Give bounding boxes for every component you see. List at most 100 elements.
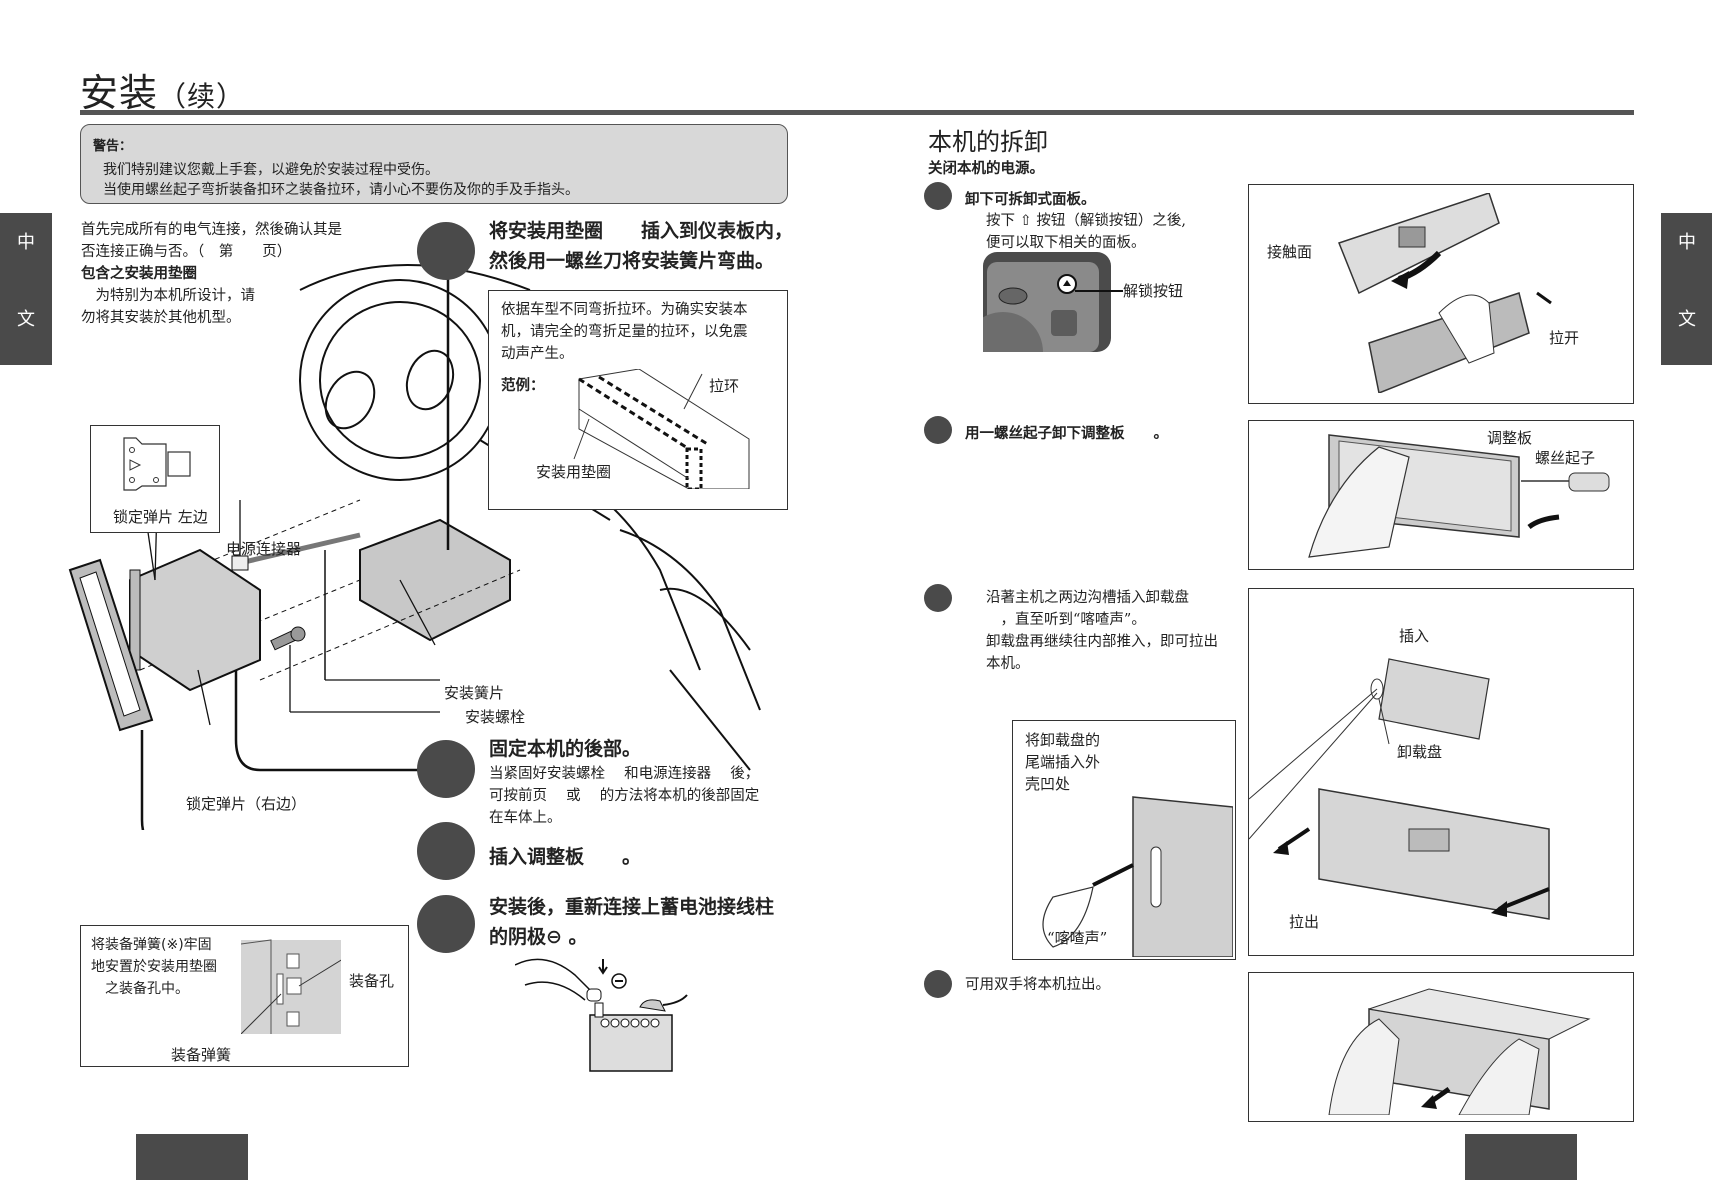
- removal-step3-text: 沿著主机之两边沟槽插入卸载盘 ，直至听到“喀喳声”。 卸载盘再继续往内部推入，即…: [986, 587, 1218, 675]
- removal-plate-label: 卸载盘: [1397, 743, 1443, 761]
- step1-heading: 将安装用垫圈 插入到仪表板内， 然後用一螺丝刀将安装簧片弯曲。: [489, 216, 793, 276]
- removal-step2-title: 用一螺丝起子卸下调整板 。: [965, 426, 1168, 442]
- click-sound-label: “喀喳声”: [1047, 929, 1108, 947]
- lock-tab-icon: [123, 437, 191, 491]
- side-tab-char: 中: [17, 232, 35, 253]
- removal-step3-line: 本机。: [986, 656, 1030, 672]
- bend-note-box: 依据车型不同弯折拉环。为确实安装本 机，请完全的弯折足量的拉环，以免震 动声产生…: [488, 290, 788, 510]
- removal-plate-figure: 插入 卸载盘 拉出: [1248, 588, 1634, 956]
- spring-inset-line: 将装备弹簧(※)牢固: [91, 937, 212, 953]
- step4-line: 的阴极⊖ 。: [489, 926, 588, 948]
- power-connector-label: 电源连接器: [226, 540, 302, 558]
- click-inset-line: 将卸载盘的: [1025, 731, 1101, 749]
- sleeve-line: 勿将其安装於其他机型。: [81, 310, 241, 326]
- removal-step1-text: 按下 ⇧ 按钮（解锁按钮）之後, 便可以取下相关的面板。: [986, 210, 1186, 254]
- removal-step1-line: 便可以取下相关的面板。: [986, 235, 1146, 251]
- screwdriver-label: 螺丝起子: [1535, 449, 1596, 467]
- spring-inset-box: 将装备弹簧(※)牢固 地安置於安装用垫圈 之装备孔中。 装备孔 装备弹簧: [80, 925, 409, 1067]
- step3-title: 插入调整板 。: [489, 846, 642, 868]
- click-inset-line: 尾端插入外: [1025, 753, 1101, 771]
- pull-out-label: 拉出: [1289, 913, 1320, 931]
- spring-inset-line: 地安置於安装用垫圈: [91, 959, 217, 975]
- trim-removal-illustration: [1308, 434, 1610, 558]
- side-tab-char: 文: [17, 309, 35, 330]
- pull-open-label: 拉开: [1549, 329, 1580, 347]
- leader-lines: [143, 500, 440, 726]
- sleeve-line: 为特别为本机所设计，请: [81, 288, 255, 304]
- arrow-down-icon: [598, 959, 608, 975]
- removal-step3-line: 卸载盘再继续往内部推入，即可拉出: [986, 634, 1218, 650]
- removal-section-subtitle: 关闭本机的电源。: [928, 161, 1044, 177]
- removal-step-marker-3: [924, 584, 952, 612]
- click-inset-line: 壳凹处: [1025, 775, 1071, 793]
- step4-line: 安装後，重新连接上蓄电池接线柱: [489, 896, 775, 918]
- example-label: 范例：: [501, 378, 545, 394]
- lock-tab-left-label: 锁定弹片 左边: [113, 508, 208, 526]
- page-title: 安装（续）: [80, 62, 245, 117]
- removal-step3-line: 沿著主机之两边沟槽插入卸载盘: [986, 590, 1189, 606]
- sleeve-label: 安装用垫圈: [536, 463, 612, 481]
- intro-text: 首先完成所有的电气连接，然後确认其是 否连接正确与否。（ 第 页）: [81, 219, 342, 263]
- trim-plate-label: 调整板: [1487, 429, 1533, 447]
- pull-out-illustration: [1328, 988, 1591, 1115]
- step2-line: 当紧固好安装螺栓 和电源连接器 後，: [489, 766, 760, 782]
- page-number-right: [1465, 1134, 1577, 1180]
- bend-note-text: 依据车型不同弯折拉环。为确实安装本 机，请完全的弯折足量的拉环，以免震 动声产生…: [501, 299, 748, 365]
- step1-line: 然後用一螺丝刀将安装簧片弯曲。: [489, 250, 775, 272]
- pull-ring-label: 拉环: [709, 377, 740, 395]
- warning-title: 警告：: [93, 139, 133, 154]
- step2-title: 固定本机的後部。: [489, 738, 642, 760]
- removal-step-marker-1: [924, 182, 952, 210]
- click-inset-box: 将卸载盘的 尾端插入外 壳凹处 “喀喳声”: [1012, 720, 1236, 960]
- removal-step3-line: ，直至听到“喀喳声”。: [986, 612, 1146, 628]
- spring-hole-illustration: [241, 939, 341, 1034]
- release-button-closeup: [983, 252, 1111, 352]
- step-marker-4: [417, 895, 475, 953]
- removal-section-title: 本机的拆卸: [928, 128, 1048, 156]
- faceplate-removal-figure: 接触面 拉开: [1248, 184, 1634, 404]
- lock-tab-right-label: 锁定弹片（右边）: [186, 795, 307, 813]
- step-connector-lines: [140, 270, 450, 830]
- step2-line: 可按前页 或 的方法将本机的後部固定: [489, 788, 760, 804]
- contact-surface-label: 接触面: [1267, 243, 1313, 261]
- side-tab-char: 文: [1678, 309, 1696, 330]
- sleeve-example-illustration: [573, 369, 750, 489]
- battery-illustration: [515, 958, 688, 1072]
- pull-out-figure: [1248, 972, 1634, 1122]
- step2-line: 在车体上。: [489, 810, 562, 826]
- click-inset-text: 将卸载盘的 尾端插入外 壳凹处: [1025, 729, 1100, 795]
- spring-hole-label: 装备孔: [349, 972, 395, 990]
- removal-step-marker-4: [924, 970, 952, 998]
- side-tab-left: 中 文: [0, 213, 52, 365]
- insert-label: 插入: [1399, 627, 1430, 645]
- screwdriver-icon: [1568, 472, 1610, 492]
- page-title-suffix: （续）: [158, 80, 246, 113]
- click-closeup-illustration: [1042, 796, 1233, 957]
- gloved-hand-illustration: [1308, 446, 1410, 558]
- mounting-bolt-label: 安装螺栓: [465, 708, 526, 726]
- step-marker-2: [417, 740, 475, 798]
- removal-step1-line: 按下 ⇧ 按钮（解锁按钮）之後,: [986, 213, 1186, 229]
- spring-label: 装备弹簧: [171, 1046, 232, 1064]
- removal-step1-title: 卸下可拆卸式面板。: [965, 192, 1096, 208]
- release-button-label: 解锁按钮: [1123, 282, 1184, 300]
- dashboard-illustration: [559, 469, 761, 771]
- step4-heading: 安装後，重新连接上蓄电池接线柱 的阴极⊖ 。: [489, 892, 774, 952]
- step2-text: 当紧固好安装螺栓 和电源连接器 後， 可按前页 或 的方法将本机的後部固定 在车…: [489, 763, 759, 829]
- spring-inset-text: 将装备弹簧(※)牢固 地安置於安装用垫圈 之装备孔中。: [91, 934, 217, 1000]
- spring-inset-line: 之装备孔中。: [91, 981, 189, 997]
- sleeve-note: 为特别为本机所设计，请 勿将其安装於其他机型。: [81, 285, 255, 329]
- intro-line: 否连接正确与否。（ 第 页）: [81, 244, 292, 260]
- bend-note-line: 动声产生。: [501, 346, 574, 362]
- mounting-tab-label: 安装簧片: [444, 684, 505, 702]
- removal-step-marker-2: [924, 416, 952, 444]
- installation-diagram: [68, 264, 761, 830]
- mounting-sleeve-in-dash: [324, 518, 511, 680]
- release-leader-line: [1075, 290, 1123, 292]
- warning-box: 警告： 我们特别建议您戴上手套，以避免於安装过程中受伤。 当使用螺丝起子弯折装备…: [80, 124, 788, 204]
- mounting-bolt-illustration: [270, 626, 306, 651]
- lock-tab-inset: 锁定弹片 左边: [90, 425, 220, 533]
- page-number-left: [136, 1134, 248, 1180]
- side-tab-right: 中 文: [1661, 213, 1712, 365]
- removal-step4-text: 可用双手将本机拉出。: [965, 977, 1110, 993]
